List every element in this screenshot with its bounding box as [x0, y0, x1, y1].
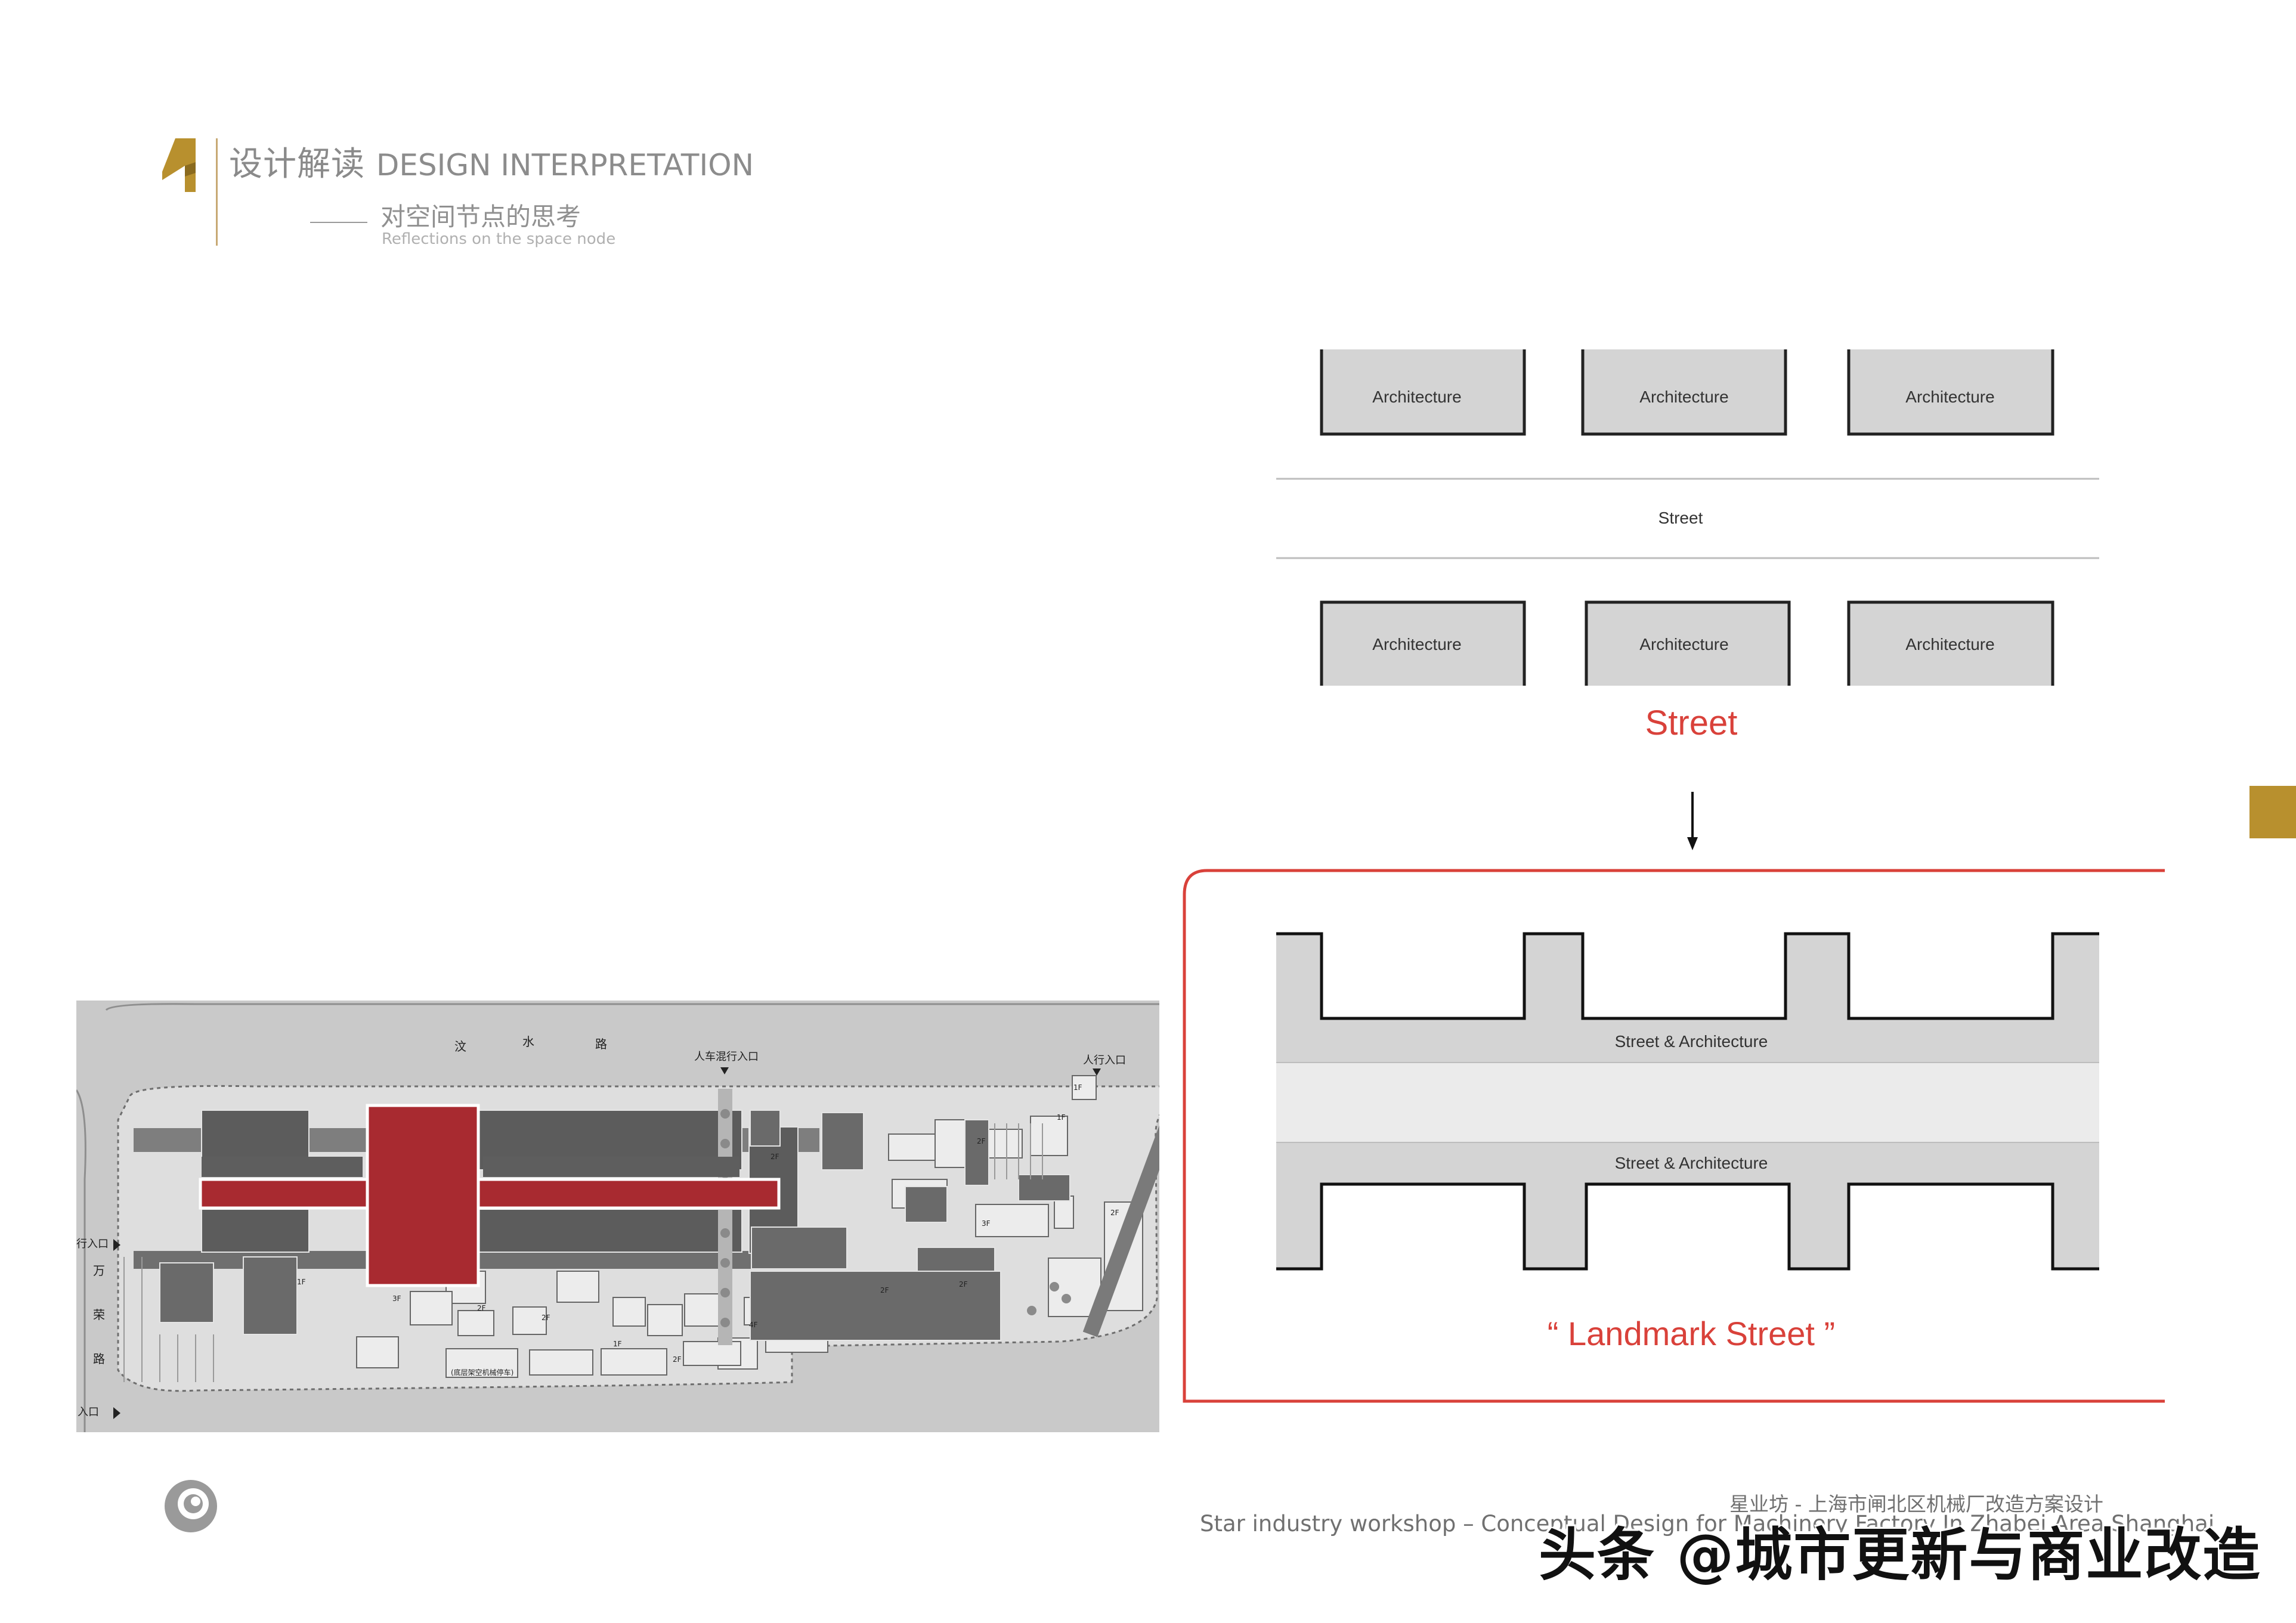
- road-north-char-2: 水: [522, 1034, 534, 1049]
- floor-tag: 1F: [1073, 1083, 1082, 1092]
- floor-tag: 4F: [749, 1321, 758, 1329]
- entrance-west-label-1: 行入口: [76, 1238, 109, 1250]
- floor-tag: 2F: [673, 1355, 682, 1364]
- transform-arrow-head: [1687, 837, 1698, 850]
- section-title: 设计解读 DESIGN INTERPRETATION: [229, 137, 754, 185]
- architecture-block-top-2: [1581, 349, 1787, 436]
- street-caption: Street: [1645, 704, 1738, 742]
- architecture-block-bottom-3: [1847, 600, 2054, 686]
- floor-tag: 2F: [959, 1280, 968, 1289]
- architecture-label: Architecture: [1372, 635, 1461, 653]
- header-divider: [216, 138, 218, 246]
- floor-tag: 3F: [982, 1219, 991, 1228]
- floor-tag: 2F: [771, 1153, 779, 1161]
- street-concept-diagram: Architecture Architecture Architecture S…: [1183, 349, 2165, 1403]
- entrance-vehicle-label: 人车混行入口: [694, 1051, 759, 1063]
- architecture-label: Architecture: [1905, 635, 1994, 653]
- floor-tag: 3F: [392, 1294, 401, 1303]
- floor-tag: 2F: [477, 1304, 486, 1312]
- floor-tag: 2F: [880, 1286, 889, 1294]
- subtitle-cn: 对空间节点的思考: [380, 202, 581, 231]
- chapter-number-mark: [162, 138, 196, 192]
- upper-street-architecture-band: [1276, 934, 2099, 1063]
- footer-project-cn: 星业坊 - 上海市闸北区机械厂改造方案设计: [1729, 1492, 2103, 1516]
- footer-project-en: Star industry workshop – Conceptual Desi…: [1200, 1511, 2215, 1537]
- road-north-char-3: 路: [595, 1037, 607, 1051]
- floor-tag: 2F: [977, 1137, 986, 1145]
- road-west-char-3: 路: [93, 1352, 105, 1366]
- floor-tag: 1F: [1057, 1113, 1066, 1122]
- subtitle-dash: [310, 222, 367, 223]
- site-plan-map: 汶 水 路 万 荣 路 人车混行入口 人行入口 行入口 入口 (底层架空机械停车…: [76, 1001, 1159, 1432]
- architecture-block-top-1: [1320, 349, 1526, 436]
- road-north-char-1: 汶: [454, 1039, 466, 1054]
- section-title-cn: 设计解读: [229, 145, 365, 184]
- architecture-label: Architecture: [1372, 388, 1461, 406]
- band-label-bottom: Street & Architecture: [1615, 1154, 1768, 1172]
- floor-tag: 2F: [1110, 1209, 1119, 1217]
- landmark-caption: “ Landmark Street ”: [1548, 1315, 1835, 1352]
- floor-tag: 1F: [613, 1340, 622, 1348]
- architecture-block-bottom-1: [1320, 600, 1526, 686]
- floor-tag: 2F: [541, 1314, 550, 1322]
- architecture-label: Architecture: [1905, 388, 1994, 406]
- firm-logo-icon: [165, 1480, 217, 1532]
- road-west-char-2: 荣: [93, 1308, 105, 1322]
- architecture-label: Architecture: [1639, 388, 1728, 406]
- landmark-frame: [1183, 869, 2165, 1403]
- parking-label: (底层架空机械停车): [451, 1368, 513, 1377]
- floor-tag: 1F: [297, 1278, 306, 1286]
- architecture-block-top-3: [1847, 349, 2054, 436]
- entrance-pedestrian-label: 人行入口: [1083, 1054, 1126, 1067]
- watermark: 头条 @城市更新与商业改造: [1539, 1522, 2261, 1588]
- road-west-char-1: 万: [93, 1263, 105, 1278]
- middle-street-label: Street: [1658, 509, 1703, 527]
- entrance-west-label-2: 入口: [78, 1406, 99, 1418]
- central-street-band: [1276, 1063, 2099, 1142]
- lower-street-architecture-band: [1276, 1142, 2099, 1269]
- architecture-label: Architecture: [1639, 635, 1728, 653]
- page-tab: [2249, 786, 2296, 838]
- section-title-en: DESIGN INTERPRETATION: [376, 148, 754, 182]
- subtitle-en: Reflections on the space node: [382, 230, 616, 248]
- architecture-block-bottom-2: [1585, 600, 1791, 686]
- band-label-top: Street & Architecture: [1615, 1032, 1768, 1051]
